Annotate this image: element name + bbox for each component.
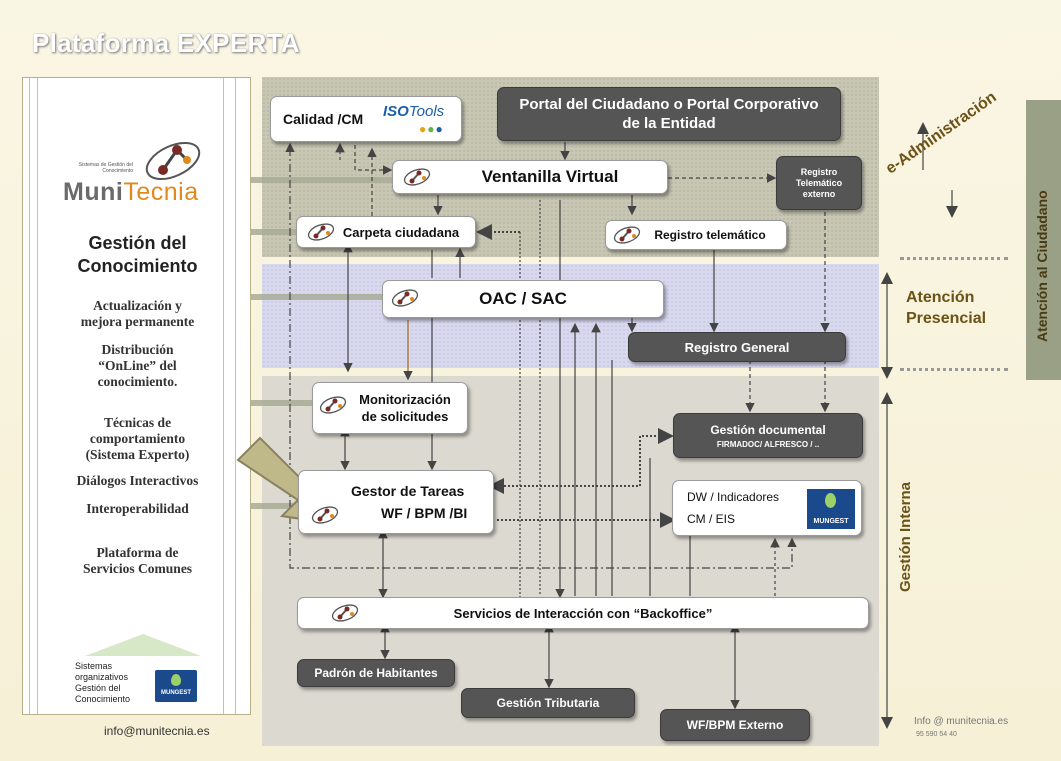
green-triangle xyxy=(85,634,201,656)
gestor-line1: Gestor de Tareas xyxy=(351,483,465,499)
atencion-ciudadano-bar xyxy=(1026,100,1061,380)
dw-mungest-logo-icon: MUNGEST xyxy=(807,489,855,529)
dw-line2: CM / EIS xyxy=(687,512,736,526)
item-interoperabilidad: Interoperabilidad xyxy=(86,501,189,516)
dw-box[interactable]: DW / Indicadores CM / EIS MUNGEST xyxy=(672,480,862,536)
item-line: “OnLine” del xyxy=(98,358,177,373)
gestion-documental-box[interactable]: Gestión documental FIRMADOC/ ALFRESCO / … xyxy=(673,413,863,458)
node-network-icon xyxy=(307,223,335,241)
panel-bands xyxy=(251,177,392,509)
isotools-logo: ISOTools xyxy=(383,103,444,120)
padron-label: Padrón de Habitantes xyxy=(314,666,438,680)
item-line: Actualización y xyxy=(93,298,182,313)
wf-externo-box[interactable]: WF/BPM Externo xyxy=(660,709,810,741)
gestion-interna-label: Gestión Interna xyxy=(897,481,914,592)
registro-ext-line1: Registro xyxy=(800,166,838,177)
presencial-line2: Presencial xyxy=(906,310,987,327)
registro-ext-line3: externo xyxy=(802,188,836,199)
item-actualizacion: Actualización y mejora permanente xyxy=(23,298,252,330)
node-network-icon xyxy=(403,168,431,186)
registro-tel-label: Registro telemático xyxy=(654,228,766,242)
carpeta-label: Carpeta ciudadana xyxy=(342,224,460,240)
item-line: (Sistema Experto) xyxy=(85,447,190,462)
calidad-box[interactable]: Calidad /CM ISOTools ●●● xyxy=(270,96,462,142)
mungest-drop-icon xyxy=(171,674,181,686)
presencial-label: Atención Presencial xyxy=(906,287,986,329)
registro-ext-line2: Telemático xyxy=(795,177,843,188)
logo-name: MuniTecnia xyxy=(63,178,199,207)
isotools-iso: ISO xyxy=(383,103,409,120)
oac-box[interactable]: OAC / SAC xyxy=(382,280,664,318)
logo-name-accent: Tecnia xyxy=(123,178,199,206)
dw-mungest-drop-icon xyxy=(825,493,836,508)
gestion-doc-line1: Gestión documental xyxy=(710,422,826,437)
registro-general-label: Registro General xyxy=(684,339,790,355)
footer-email[interactable]: info@munitecnia.es xyxy=(104,724,210,738)
gestor-tareas-box[interactable]: Gestor de Tareas WF / BPM /BI xyxy=(298,470,494,534)
portal-line1: Portal del Ciudadano o Portal Corporativ… xyxy=(519,96,819,113)
node-network-icon xyxy=(391,289,419,307)
item-line: comportamiento xyxy=(89,431,186,446)
wf-externo-label: WF/BPM Externo xyxy=(686,718,784,732)
item-line: Servicios Comunes xyxy=(82,561,193,576)
monitor-line1: Monitorización xyxy=(359,392,451,407)
footer-line: Sistemas xyxy=(75,661,113,671)
page-title: Plataforma EXPERTA xyxy=(32,28,300,58)
item-dialogos: Diálogos Interactivos xyxy=(76,473,199,488)
monitor-line2: de solicitudes xyxy=(361,409,449,424)
minitecnia-logo-icon xyxy=(141,136,205,186)
atencion-ciudadano-label: Atención al Ciudadano xyxy=(1034,190,1050,342)
node-network-icon xyxy=(613,226,641,244)
oac-label: OAC / SAC xyxy=(479,289,567,308)
mungest-label: MUNGEST xyxy=(161,690,191,696)
knowledge-panel: Sistemas de Gestión del Conocimiento Mun… xyxy=(22,77,251,715)
item-line: mejora permanente xyxy=(80,314,195,329)
presencial-line1: Atención xyxy=(906,289,975,306)
dotted-separator xyxy=(900,257,1008,260)
item-plataforma: Plataforma de Servicios Comunes xyxy=(23,545,252,577)
ventanilla-label: Ventanilla Virtual xyxy=(481,167,619,186)
item-line: Distribución xyxy=(101,342,174,357)
item-distribucion: Distribución “OnLine” del conocimiento. xyxy=(23,342,252,390)
heading-line2: Conocimiento xyxy=(77,256,198,276)
isotools-tools: Tools xyxy=(408,103,445,120)
node-network-icon xyxy=(331,604,359,622)
tributaria-label: Gestión Tributaria xyxy=(496,696,600,710)
footer-line: organizativos xyxy=(75,672,129,682)
contact-email[interactable]: Info @ munitecnia.es xyxy=(914,716,1009,727)
carpeta-box[interactable]: Carpeta ciudadana xyxy=(296,216,476,248)
footer-line: Gestión del xyxy=(75,683,121,693)
item-tecnicas: Técnicas de comportamiento (Sistema Expe… xyxy=(23,415,252,463)
item-line: Plataforma de xyxy=(96,545,179,560)
item-line: conocimiento. xyxy=(97,374,178,389)
monitorizacion-box[interactable]: Monitorización de solicitudes xyxy=(312,382,468,434)
gestion-doc-line2: FIRMADOC/ ALFRESCO / .. xyxy=(716,439,820,449)
footer-text: Sistemas organizativos Gestión del Conoc… xyxy=(75,661,130,705)
calidad-label: Calidad /CM xyxy=(283,111,364,127)
dotted-separator xyxy=(900,368,1008,371)
dw-line1: DW / Indicadores xyxy=(687,490,780,504)
contact-phone: 95 590 54 40 xyxy=(916,731,957,738)
logo-small-text: Sistemas de Gestión del Conocimiento xyxy=(78,162,133,174)
isotools-dots-icon: ●●● xyxy=(419,122,444,136)
mungest-logo-icon: MUNGEST xyxy=(155,670,197,702)
heading-line1: Gestión del xyxy=(88,233,187,253)
logo-name-main: Muni xyxy=(63,178,124,206)
portal-line2: de la Entidad xyxy=(622,115,716,132)
node-network-icon xyxy=(311,506,339,524)
servicios-backoffice-box[interactable]: Servicios de Interacción con “Backoffice… xyxy=(297,597,869,629)
tributaria-box[interactable]: Gestión Tributaria xyxy=(461,688,635,718)
ventanilla-box[interactable]: Ventanilla Virtual xyxy=(392,160,668,194)
portal-box[interactable]: Portal del Ciudadano o Portal Corporativ… xyxy=(497,87,841,141)
footer-line: Conocimiento xyxy=(75,694,131,704)
padron-box[interactable]: Padrón de Habitantes xyxy=(297,659,455,687)
servicios-label: Servicios de Interacción con “Backoffice… xyxy=(453,605,713,621)
gestor-line2: WF / BPM /BI xyxy=(381,505,468,521)
item-line: Técnicas de xyxy=(103,415,172,430)
registro-general-box[interactable]: Registro General xyxy=(628,332,846,362)
registro-externo-box[interactable]: Registro Telemático externo xyxy=(776,156,862,210)
node-network-icon xyxy=(319,396,347,414)
dw-mungest-label: MUNGEST xyxy=(813,518,849,525)
